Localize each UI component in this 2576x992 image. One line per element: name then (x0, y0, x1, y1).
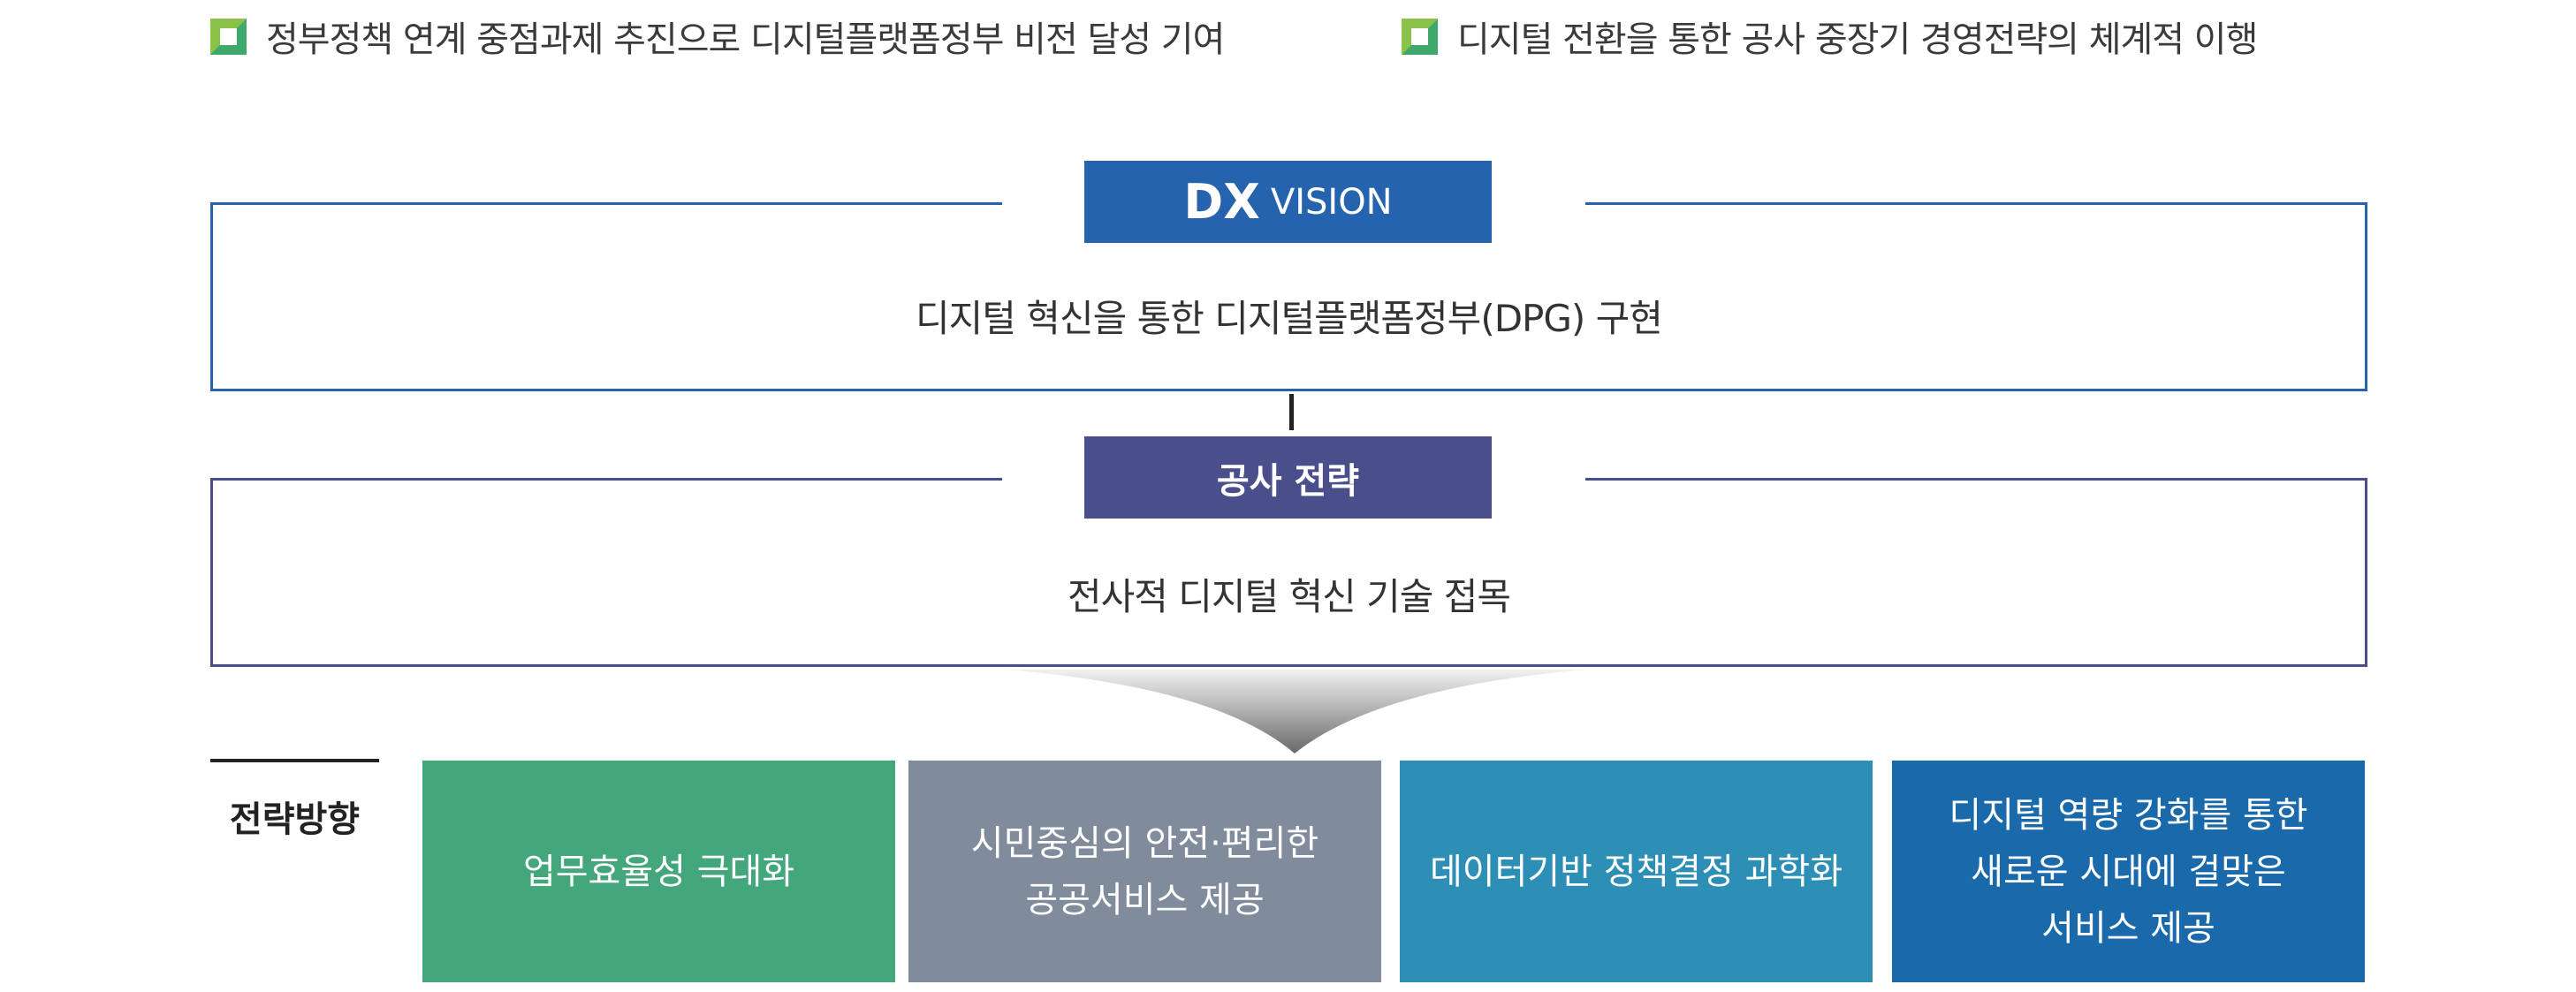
strategy-text: 전사적 디지털 혁신 기술 접목 (1067, 575, 1511, 618)
vision-tag-bold: DX (1183, 174, 1260, 230)
goal-text: 디지털 전환을 통한 공사 중장기 경영전략의 체계적 이행 (1457, 19, 2258, 60)
connector-line (1289, 394, 1294, 430)
funnel-arrow-icon (1006, 670, 1587, 753)
strategy-tag: 공사 전략 (1084, 436, 1492, 519)
goal-item: 정부정책 연계 중점과제 추진으로 디지털플랫폼정부 비전 달성 기여 (210, 11, 1225, 62)
vision-text: 디지털 혁신을 통한 디지털플랫폼정부(DPG) 구현 (916, 297, 1663, 340)
direction-card: 디지털 역량 강화를 통한 새로운 시대에 걸맞은 서비스 제공 (1892, 761, 2365, 982)
direction-card: 시민중심의 안전·편리한 공공서비스 제공 (908, 761, 1381, 982)
goal-text: 정부정책 연계 중점과제 추진으로 디지털플랫폼정부 비전 달성 기여 (266, 19, 1225, 60)
direction-card: 데이터기반 정책결정 과학화 (1400, 761, 1873, 982)
goal-item: 디지털 전환을 통한 공사 중장기 경영전략의 체계적 이행 (1402, 11, 2258, 62)
direction-card: 업무효율성 극대화 (422, 761, 895, 982)
vision-tag-rest: VISION (1270, 181, 1393, 223)
label-divider (210, 759, 379, 762)
directions-label: 전략방향 (229, 799, 361, 840)
square-bullet-icon (210, 18, 247, 55)
square-bullet-icon (1402, 18, 1438, 55)
